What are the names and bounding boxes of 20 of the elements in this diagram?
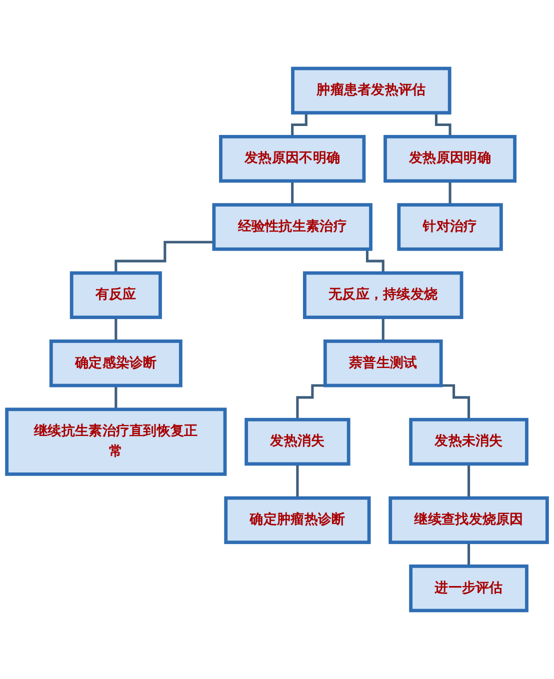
- node-box: 发热消失: [244, 418, 350, 466]
- node-box: 经验性抗生素治疗: [212, 203, 372, 251]
- node-box: 无反应，持续发烧: [303, 271, 464, 320]
- node-box: 发热原因不明确: [219, 134, 366, 183]
- connector: [468, 462, 470, 500]
- node-box: 发热未消失: [409, 418, 528, 466]
- node-box: 确定肿瘤热诊断: [224, 496, 371, 544]
- node-box: 确定感染诊断: [49, 340, 182, 388]
- node-box: 继续查找发烧原因: [388, 496, 549, 544]
- node-box: 发热原因明确: [384, 134, 516, 183]
- node-box: 有反应: [70, 271, 162, 320]
- connector: [114, 316, 118, 342]
- node-box: 进一步评估: [409, 564, 528, 612]
- node-box: 萘普生测试: [323, 340, 443, 388]
- node-box: 肿瘤患者发热评估: [291, 66, 452, 114]
- connector: [296, 462, 299, 500]
- node-box: 继续抗生素治疗直到恢复正常: [5, 408, 227, 476]
- connector: [468, 541, 470, 568]
- connector: [382, 316, 384, 342]
- connector: [114, 240, 214, 274]
